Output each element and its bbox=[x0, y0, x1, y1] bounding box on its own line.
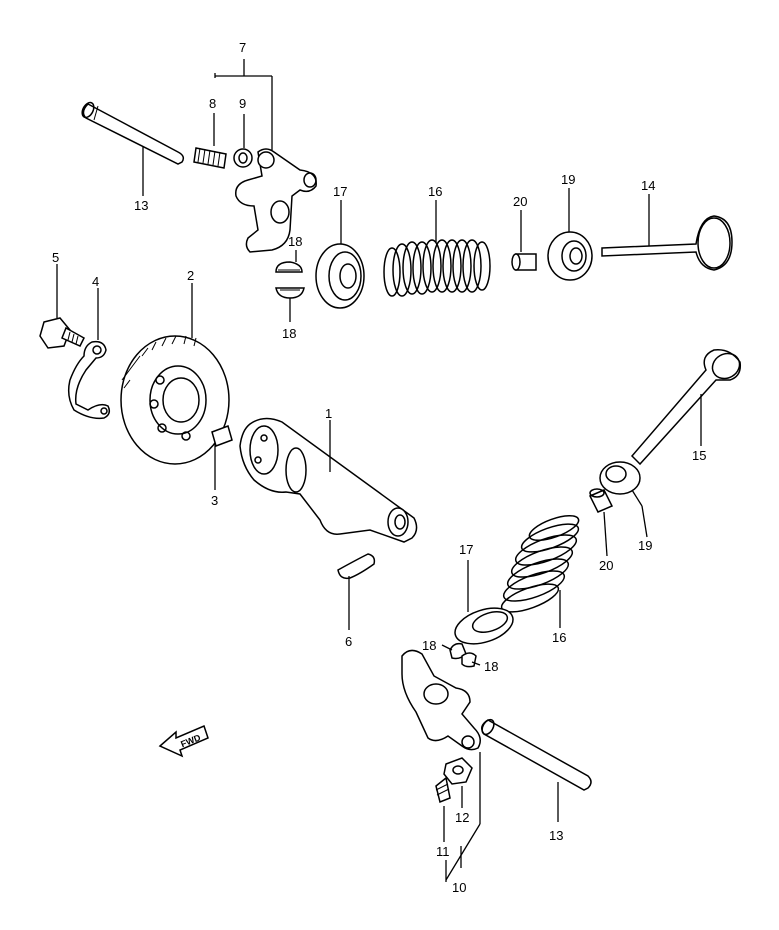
part-rocker-shaft-upper bbox=[81, 101, 185, 165]
callout-20-lower: 20 bbox=[599, 558, 613, 573]
callout-19-lower: 19 bbox=[638, 538, 652, 553]
part-spring-seat-lower bbox=[454, 607, 514, 645]
part-adjuster-screw-lower bbox=[435, 776, 451, 804]
callout-12: 12 bbox=[455, 810, 469, 825]
part-nut-12 bbox=[443, 757, 473, 785]
callout-19-upper: 19 bbox=[561, 172, 575, 187]
callout-2: 2 bbox=[187, 268, 194, 283]
callout-6: 6 bbox=[345, 634, 352, 649]
part-bolt bbox=[39, 317, 85, 349]
part-valve-spring-upper bbox=[383, 239, 491, 297]
fwd-arrow-icon: FWD bbox=[158, 724, 209, 758]
callout-18-upper-b: 18 bbox=[282, 326, 296, 341]
part-rocker-shaft-lower bbox=[481, 718, 592, 791]
callout-8: 8 bbox=[209, 96, 216, 111]
part-cotter-upper-a bbox=[275, 261, 303, 273]
part-stem-seal-upper bbox=[511, 253, 537, 271]
callout-13-lower: 13 bbox=[549, 828, 563, 843]
callout-17-upper: 17 bbox=[333, 184, 347, 199]
part-cotter-lower-b bbox=[461, 652, 477, 668]
callout-4: 4 bbox=[92, 274, 99, 289]
callout-1: 1 bbox=[325, 406, 332, 421]
part-spring-seat-upper bbox=[315, 243, 365, 309]
part-valve-exhaust bbox=[630, 349, 742, 466]
callout-20-upper: 20 bbox=[513, 194, 527, 209]
part-valve-spring-lower bbox=[500, 514, 580, 613]
callout-16-lower: 16 bbox=[552, 630, 566, 645]
callout-5: 5 bbox=[52, 250, 59, 265]
part-lock-plate bbox=[67, 340, 111, 420]
part-camshaft bbox=[239, 417, 418, 543]
callout-17-lower: 17 bbox=[459, 542, 473, 557]
part-stem-seal-lower bbox=[588, 488, 614, 513]
part-cotter-upper-b bbox=[275, 287, 305, 299]
callout-7: 7 bbox=[239, 40, 246, 55]
part-retainer-lower bbox=[599, 461, 641, 495]
callout-numbers: 7 8 9 13 17 16 20 19 14 18 18 5 4 2 1 3 … bbox=[52, 40, 706, 895]
part-cam-sprocket bbox=[120, 335, 230, 465]
callout-16-upper: 16 bbox=[428, 184, 442, 199]
part-circlip bbox=[337, 553, 376, 580]
callout-18-lower-a: 18 bbox=[422, 638, 436, 653]
part-dowel-pin bbox=[211, 425, 233, 447]
callout-18-lower-b: 18 bbox=[484, 659, 498, 674]
part-nut-9 bbox=[233, 148, 253, 168]
callout-14: 14 bbox=[641, 178, 655, 193]
part-valve-intake bbox=[601, 215, 733, 271]
part-adjuster-screw bbox=[193, 147, 227, 169]
callout-9: 9 bbox=[239, 96, 246, 111]
part-rocker-arm-lower bbox=[401, 649, 481, 751]
callout-10: 10 bbox=[452, 880, 466, 895]
part-rocker-arm-upper bbox=[235, 148, 317, 253]
leader-lines bbox=[56, 59, 702, 882]
callout-11: 11 bbox=[436, 844, 450, 859]
callout-15: 15 bbox=[692, 448, 706, 463]
callout-3: 3 bbox=[211, 493, 218, 508]
callout-13-upper: 13 bbox=[134, 198, 148, 213]
callout-18-upper-a: 18 bbox=[288, 234, 302, 249]
part-retainer-upper bbox=[547, 231, 593, 281]
